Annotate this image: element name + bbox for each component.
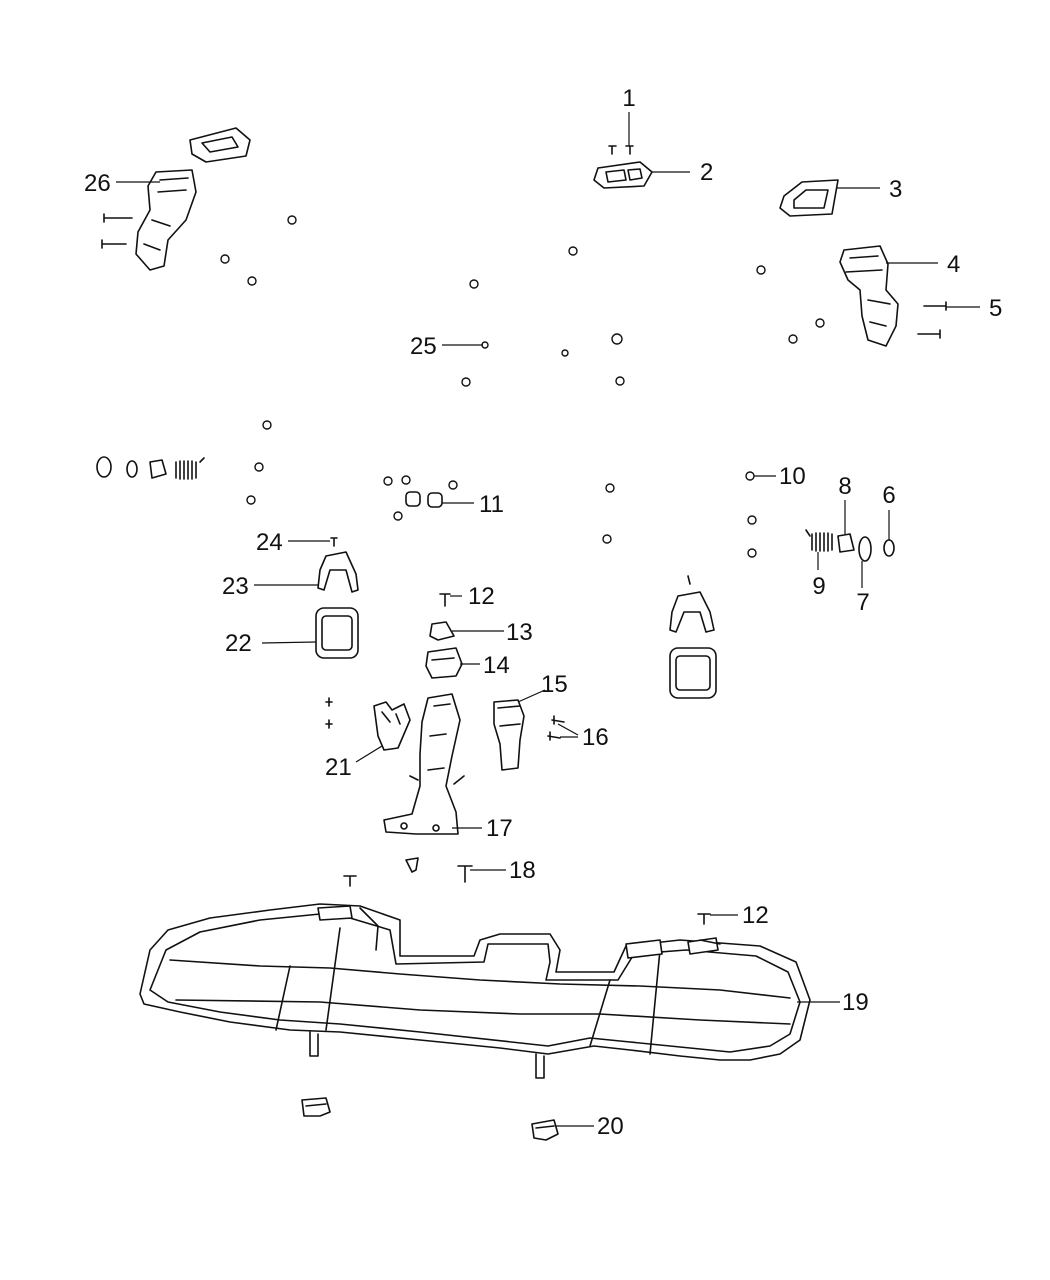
part-12-fastener-lower bbox=[697, 913, 711, 925]
part-26-bolts bbox=[101, 213, 133, 249]
part-14-connector bbox=[425, 647, 463, 679]
part-23-latch-bracket bbox=[317, 551, 359, 593]
part-3-bezel bbox=[779, 179, 839, 217]
callout-7: 7 bbox=[856, 589, 869, 616]
callout-4: 4 bbox=[947, 251, 960, 278]
part-11-bushings bbox=[405, 491, 443, 508]
callout-8: 8 bbox=[838, 473, 851, 500]
callout-14: 14 bbox=[483, 652, 510, 679]
part-16-screws bbox=[547, 715, 565, 741]
callout-1: 1 bbox=[622, 85, 635, 112]
part-17-center-bracket bbox=[383, 693, 465, 835]
part-21-bracket bbox=[373, 701, 411, 751]
part-22-latch bbox=[315, 607, 359, 659]
spring-assembly-left bbox=[96, 456, 205, 480]
callout-3: 3 bbox=[889, 176, 902, 203]
callout-21: 21 bbox=[325, 754, 352, 781]
leader-lines bbox=[116, 112, 980, 1127]
part-7-washer bbox=[858, 536, 872, 562]
callout-23: 23 bbox=[222, 573, 249, 600]
callout-2: 2 bbox=[700, 159, 713, 186]
callout-5: 5 bbox=[989, 295, 1002, 322]
part-26-hinge-bracket bbox=[135, 169, 197, 271]
part-13-clip bbox=[429, 621, 455, 641]
screws-left bbox=[325, 697, 333, 729]
callout-26: 26 bbox=[84, 170, 111, 197]
callout-20: 20 bbox=[597, 1113, 624, 1140]
part-9-spring bbox=[805, 529, 833, 552]
part-6-nut bbox=[883, 539, 895, 557]
callout-17: 17 bbox=[486, 815, 513, 842]
callout-22: 22 bbox=[225, 630, 252, 657]
part-8-bushing bbox=[837, 533, 855, 553]
part-26-bezel bbox=[189, 127, 251, 163]
callout-18: 18 bbox=[509, 857, 536, 884]
latch-right bbox=[669, 647, 717, 699]
part-15-buckle bbox=[493, 699, 525, 771]
part-4-hinge-bracket bbox=[839, 245, 899, 347]
callout-10: 10 bbox=[779, 463, 806, 490]
callout-labels: 1 2 3 4 5 6 7 8 9 10 11 12 13 14 15 16 1… bbox=[84, 85, 1002, 1140]
nut-dots bbox=[220, 215, 825, 558]
part-19-wire-frame bbox=[139, 903, 811, 1079]
callout-12b: 12 bbox=[742, 902, 769, 929]
part-2-switch-bezel bbox=[593, 161, 653, 189]
part-18-fasteners bbox=[343, 857, 473, 887]
callout-13: 13 bbox=[506, 619, 533, 646]
callout-15: 15 bbox=[541, 671, 568, 698]
callout-6: 6 bbox=[882, 482, 895, 509]
part-1-screws bbox=[608, 145, 634, 155]
callout-11: 11 bbox=[479, 491, 504, 518]
callout-24: 24 bbox=[256, 529, 283, 556]
part-24-screw bbox=[330, 537, 338, 547]
callout-25: 25 bbox=[410, 333, 437, 360]
part-5-bolts bbox=[917, 301, 947, 339]
callout-19: 19 bbox=[842, 989, 869, 1016]
callout-9: 9 bbox=[812, 573, 825, 600]
part-20-push-pins bbox=[301, 1097, 559, 1141]
callout-12a: 12 bbox=[468, 583, 495, 610]
latch-bracket-right bbox=[669, 575, 715, 633]
callout-16: 16 bbox=[582, 724, 609, 751]
part-12-fastener-upper bbox=[439, 593, 451, 607]
